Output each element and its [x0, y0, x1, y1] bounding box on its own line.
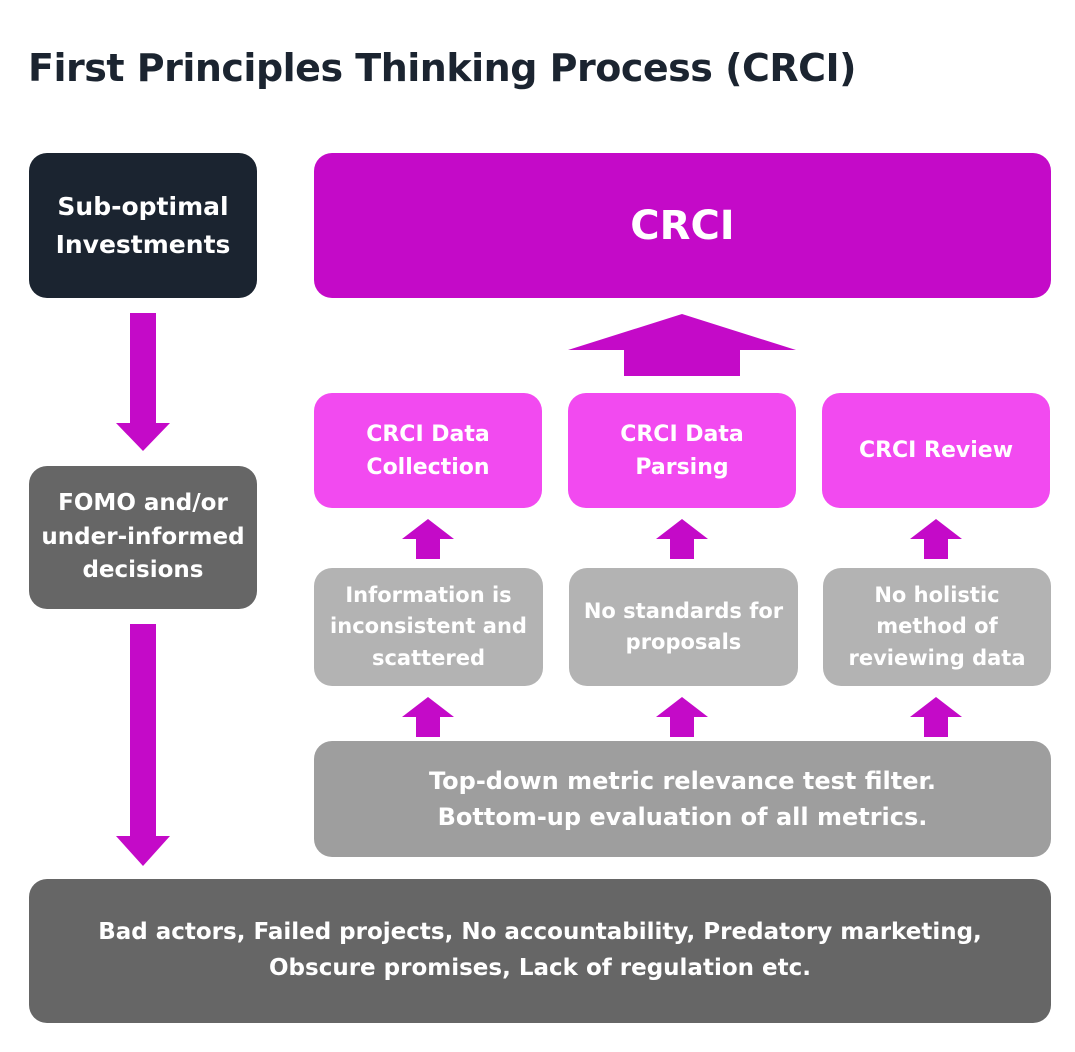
stage-label: CRCI Review [858, 438, 1014, 463]
up-arrow-icon [910, 697, 962, 737]
stage-review-box: CRCI Review [822, 393, 1050, 508]
up-arrow-icon [402, 519, 454, 559]
fomo-decisions-label: FOMO and/or under-informed decisions [41, 490, 245, 584]
problem-label: No standards for proposals [583, 598, 784, 655]
problem-label: No holistic method of reviewing data [848, 582, 1026, 670]
problem-standards-box: No standards for proposals [569, 568, 798, 686]
down-arrow-icon [116, 624, 170, 866]
down-arrow-icon [116, 313, 170, 451]
up-arrow-icon [568, 314, 796, 376]
outcomes-box: Bad actors, Failed projects, No accounta… [29, 879, 1051, 1023]
metric-filter-label: Top-down metric relevance test filter. B… [428, 767, 937, 831]
crci-label: CRCI [630, 202, 735, 249]
fomo-decisions-box: FOMO and/or under-informed decisions [29, 466, 257, 609]
metric-filter-box: Top-down metric relevance test filter. B… [314, 741, 1051, 857]
page-title: First Principles Thinking Process (CRCI) [28, 46, 857, 90]
sub-optimal-investments-box: Sub-optimal Investments [29, 153, 257, 298]
up-arrow-icon [402, 697, 454, 737]
up-arrow-icon [656, 697, 708, 737]
up-arrow-icon [910, 519, 962, 559]
stage-data-parsing-box: CRCI Data Parsing [568, 393, 796, 508]
stage-label: CRCI Data Parsing [620, 421, 744, 480]
crci-box: CRCI [314, 153, 1051, 298]
sub-optimal-investments-label: Sub-optimal Investments [55, 192, 231, 259]
stage-data-collection-box: CRCI Data Collection [314, 393, 542, 508]
up-arrow-icon [656, 519, 708, 559]
stage-label: CRCI Data Collection [366, 421, 490, 480]
outcomes-label: Bad actors, Failed projects, No accounta… [98, 919, 982, 981]
problem-information-box: Information is inconsistent and scattere… [314, 568, 543, 686]
problem-review-box: No holistic method of reviewing data [823, 568, 1051, 686]
problem-label: Information is inconsistent and scattere… [330, 582, 527, 670]
